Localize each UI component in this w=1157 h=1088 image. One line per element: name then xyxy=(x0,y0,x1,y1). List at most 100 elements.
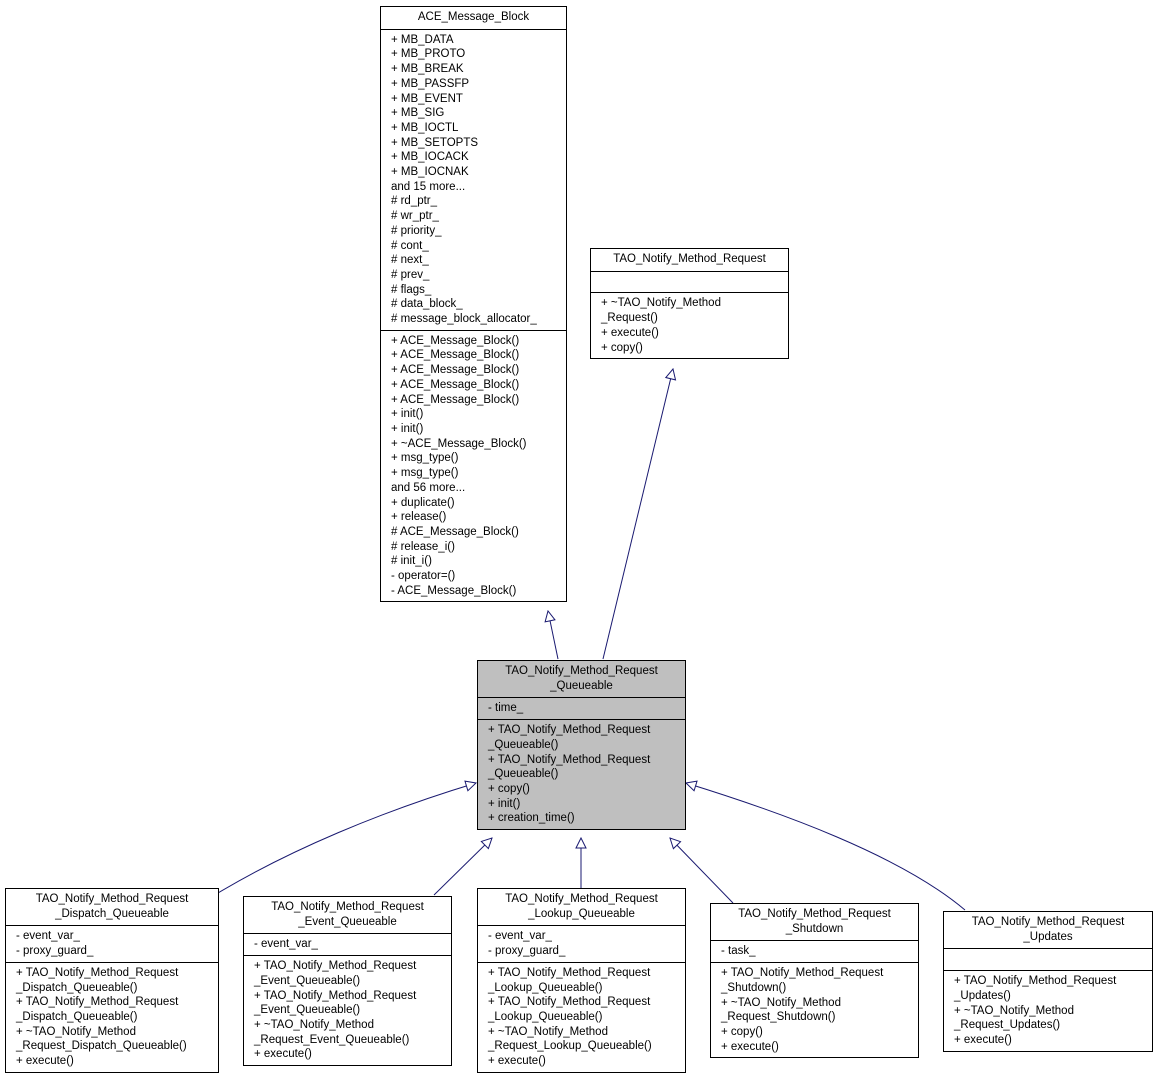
attributes-section: - task_ xyxy=(711,941,918,964)
class-box-ace-message-block[interactable]: ACE_Message_Block+ MB_DATA+ MB_PROTO+ MB… xyxy=(380,6,567,603)
attribute-line: # rd_ptr_ xyxy=(391,195,438,208)
operation-line: + ACE_Message_Block() xyxy=(391,349,520,362)
attribute-line: # priority_ xyxy=(391,224,442,237)
operation-line: + TAO_Notify_Method_Request xyxy=(254,989,417,1002)
operation-line: + TAO_Notify_Method_Request xyxy=(16,966,179,979)
edge-queueable-to-ace-message-block xyxy=(548,611,559,660)
attributes-section: - event_var_ xyxy=(244,934,451,957)
operation-line: + TAO_Notify_Method_Request xyxy=(488,966,651,979)
class-box-shutdown[interactable]: TAO_Notify_Method_Request _Shutdown - task… xyxy=(710,903,919,1059)
class-box-tao-notify-method-request[interactable]: TAO_Notify_Method_Request + ~TAO_Notify_M… xyxy=(590,248,789,360)
class-name-line: TAO_Notify_Method_Request xyxy=(613,253,766,265)
class-name-line: _Shutdown xyxy=(785,922,844,935)
class-name: TAO_Notify_Method_Request xyxy=(591,249,788,272)
class-name-line: TAO_Notify_Method_Request xyxy=(738,908,891,920)
operations-section: + TAO_Notify_Method_Request_Shutdown()+ … xyxy=(711,963,918,1057)
operation-line: + execute() xyxy=(488,1055,546,1068)
attribute-line: + MB_SIG xyxy=(391,107,445,120)
edge-dispatch-to-queueable xyxy=(217,783,476,894)
attribute-line: - event_var_ xyxy=(16,930,80,943)
attribute-line: - proxy_guard_ xyxy=(488,945,566,958)
operation-line: _Lookup_Queueable() xyxy=(488,981,603,994)
attribute-line: # cont_ xyxy=(391,239,429,252)
operation-line: + copy() xyxy=(488,782,530,795)
class-name: TAO_Notify_Method_Request _Lookup_Queueab… xyxy=(478,889,685,927)
operation-line: _Dispatch_Queueable() xyxy=(16,1010,138,1023)
attribute-line: # flags_ xyxy=(391,283,432,296)
class-box-dispatch-queueable[interactable]: TAO_Notify_Method_Request_Dispatch_Queue… xyxy=(5,888,219,1073)
attribute-line: # wr_ptr_ xyxy=(391,210,439,223)
operation-line: + duplicate() xyxy=(391,496,455,509)
operation-line: + copy() xyxy=(601,341,643,354)
operation-line: + ~TAO_Notify_Method xyxy=(488,1025,608,1038)
attribute-line: # next_ xyxy=(391,254,429,267)
operation-line: + ~TAO_Notify_Method xyxy=(601,297,721,310)
attributes-section: + MB_DATA+ MB_PROTO+ MB_BREAK+ MB_PASSFP… xyxy=(381,30,566,331)
operation-line: + ~TAO_Notify_Method xyxy=(16,1025,136,1038)
operation-line: _Event_Queueable() xyxy=(254,1004,361,1017)
operation-line: + ~TAO_Notify_Method xyxy=(254,1018,374,1031)
operation-line: + init() xyxy=(391,408,424,421)
attributes-section xyxy=(591,272,788,294)
attribute-line: - task_ xyxy=(721,945,756,958)
class-name-line: _Event_Queueable xyxy=(298,915,397,928)
attribute-line: + MB_IOCTL xyxy=(391,121,459,134)
class-name: TAO_Notify_Method_Request_Updates xyxy=(944,912,1152,950)
operation-line: + ACE_Message_Block() xyxy=(391,334,520,347)
operation-line: + msg_type() xyxy=(391,452,459,465)
operation-line: _Request_Dispatch_Queueable() xyxy=(16,1040,187,1053)
operation-line: + ~ACE_Message_Block() xyxy=(391,437,527,450)
class-box-lookup-queueable[interactable]: TAO_Notify_Method_Request _Lookup_Queueab… xyxy=(477,888,686,1073)
class-name: TAO_Notify_Method_Request_Queueable xyxy=(478,661,685,699)
attribute-line: + MB_PROTO xyxy=(391,48,466,61)
operation-line: # release_i() xyxy=(391,540,455,553)
operation-line: + ACE_Message_Block() xyxy=(391,393,520,406)
class-name-line: _Dispatch_Queueable xyxy=(55,907,169,920)
class-name-line: TAO_Notify_Method_Request xyxy=(971,916,1125,928)
operations-section: + TAO_Notify_Method_Request_Updates()+ ~… xyxy=(944,971,1152,1051)
operations-section: + TAO_Notify_Method_Request_Queueable()+… xyxy=(478,720,685,829)
operation-line: + ~TAO_Notify_Method xyxy=(954,1004,1074,1017)
attribute-line: # prev_ xyxy=(391,268,430,281)
operations-section: + TAO_Notify_Method_Request _Event_Queuea… xyxy=(244,956,451,1065)
operation-line: _Lookup_Queueable() xyxy=(488,1010,603,1023)
attribute-line: - proxy_guard_ xyxy=(16,945,94,958)
class-box-updates[interactable]: TAO_Notify_Method_Request_Updates + TAO_N… xyxy=(943,911,1153,1052)
operation-line: + init() xyxy=(488,797,521,810)
operations-section: + ~TAO_Notify_Method_Request()+ execute(… xyxy=(591,293,788,358)
operation-line: + ACE_Message_Block() xyxy=(391,378,520,391)
operation-line: + TAO_Notify_Method_Request xyxy=(954,975,1117,988)
operation-line: + execute() xyxy=(254,1048,312,1061)
operation-line: _Dispatch_Queueable() xyxy=(16,981,138,994)
operation-line: + msg_type() xyxy=(391,467,459,480)
class-box-event-queueable[interactable]: TAO_Notify_Method_Request_Event_Queueabl… xyxy=(243,896,452,1067)
edge-event-to-queueable xyxy=(433,838,492,896)
class-name: TAO_Notify_Method_Request _Shutdown xyxy=(711,904,918,942)
operation-line: + copy() xyxy=(721,1025,763,1038)
attribute-line: - event_var_ xyxy=(488,930,552,943)
operation-line: - operator=() xyxy=(391,570,456,583)
operations-section: + TAO_Notify_Method_Request _Lookup_Queue… xyxy=(478,963,685,1072)
attribute-line: # message_block_allocator_ xyxy=(391,313,537,326)
operation-line: + execute() xyxy=(16,1055,74,1068)
class-name-line: TAO_Notify_Method_Request xyxy=(505,893,658,905)
operation-line: + release() xyxy=(391,511,447,524)
attribute-line: + MB_IOCNAK xyxy=(391,166,469,179)
attribute-line: and 15 more... xyxy=(391,180,466,193)
attributes-section: - event_var_ - proxy_guard_ xyxy=(478,926,685,963)
class-box-tao-notify-method-request-queueable[interactable]: TAO_Notify_Method_Request_Queueable- tim… xyxy=(477,660,686,831)
operation-line: + ~TAO_Notify_Method xyxy=(721,996,841,1009)
attribute-line: # data_block_ xyxy=(391,298,463,311)
class-name-line: ACE_Message_Block xyxy=(417,11,530,23)
attribute-line: + MB_IOCACK xyxy=(391,151,469,164)
attribute-line: + MB_BREAK xyxy=(391,63,464,76)
operations-section: + ACE_Message_Block() + ACE_Message_Block… xyxy=(381,331,566,602)
class-name-line: _Lookup_Queueable xyxy=(528,907,635,920)
operation-line: + TAO_Notify_Method_Request xyxy=(488,753,651,766)
operation-line: _Shutdown() xyxy=(721,981,787,994)
attribute-line: + MB_PASSFP xyxy=(391,77,470,90)
attribute-line: + MB_SETOPTS xyxy=(391,136,479,149)
attribute-line: - event_var_ xyxy=(254,938,318,951)
operation-line: + execute() xyxy=(721,1040,779,1053)
